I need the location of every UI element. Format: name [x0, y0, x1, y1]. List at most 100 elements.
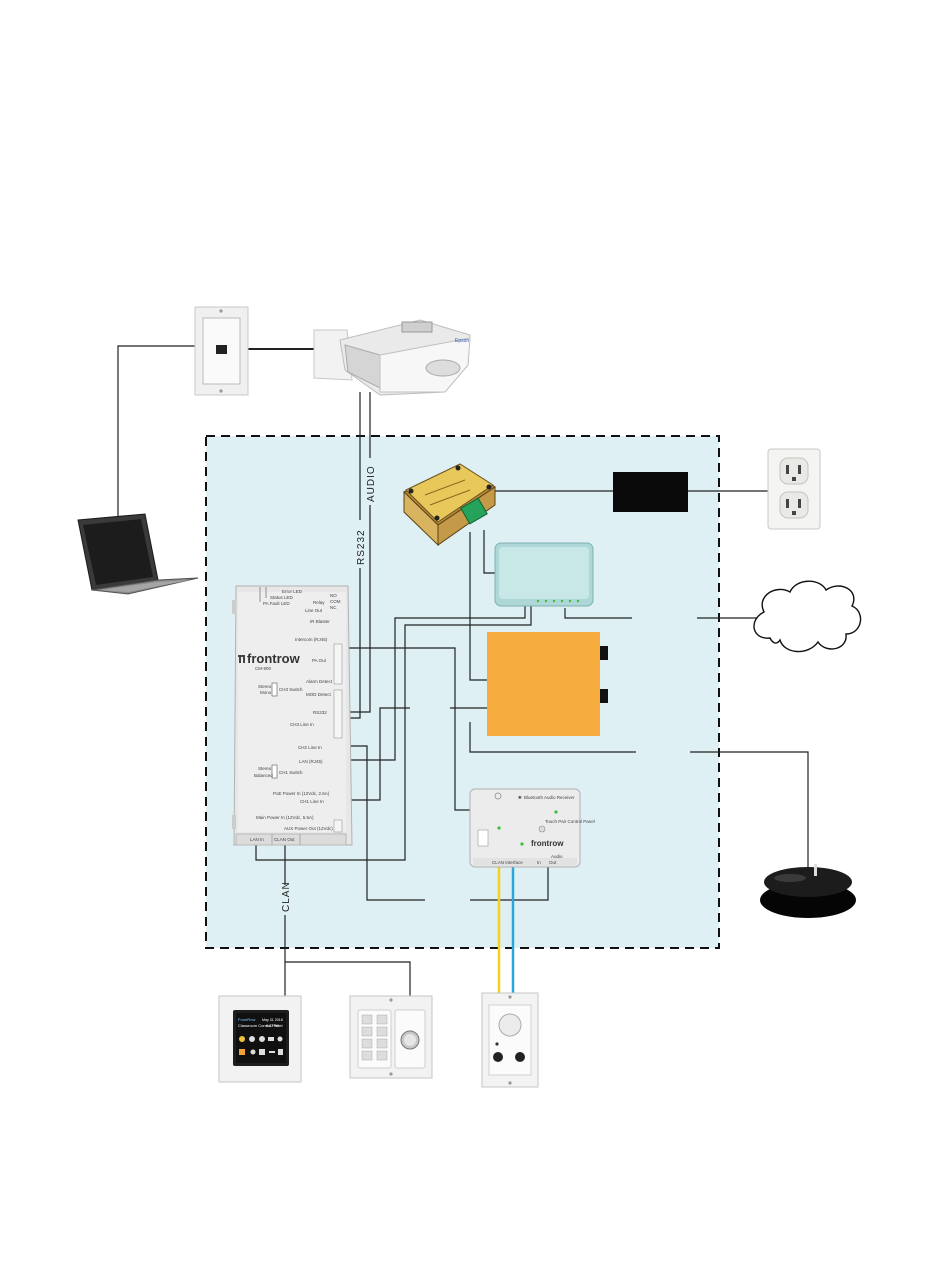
bt-pair-label: Touch Pair Control Panel: [545, 819, 595, 824]
bluetooth-pair-button-icon: [498, 1013, 522, 1037]
touch-control-panel: FrontRow Classroom Control Panel May 31 …: [218, 995, 302, 1083]
panel-home-icon: [239, 1049, 245, 1055]
panel-minus-icon: [269, 1051, 275, 1053]
relay-amp-cable: [469, 532, 490, 681]
panel-date: May 31 2018: [262, 1018, 283, 1022]
poe-power-label: PoE Power In (12Vdc, 2.6A): [273, 791, 330, 796]
pa-out-label: PA Out: [312, 658, 327, 663]
audio-jack-icon: [493, 1052, 503, 1062]
panel-building-icon: [259, 1049, 265, 1055]
internet-cloud-icon: [753, 580, 862, 653]
clan-cable-branch: [285, 961, 411, 998]
pa-out-cable: [342, 647, 470, 811]
lan-in-cable: [255, 606, 532, 861]
hdmi-wall-plate: [194, 306, 249, 396]
pa-fault-led-label: PA Fault LED: [263, 601, 290, 606]
keypad-button: [361, 1014, 373, 1025]
ch2-cable-a: [342, 745, 425, 901]
cm900-model: CM-900: [255, 666, 272, 671]
keypad-button: [361, 1038, 373, 1049]
relay-control-board: [403, 463, 496, 547]
relay-label: Relay: [313, 600, 325, 605]
amp-line-cable: [342, 707, 410, 801]
ch1-stereo-label: Stereo: [258, 766, 272, 771]
panel-brand: FrontRow: [238, 1017, 255, 1022]
audio-cable: [342, 505, 371, 713]
bt-out-label: Out: [549, 860, 557, 865]
ch1-line-in-label: CH1 Line In: [300, 799, 324, 804]
switch-internet-cable-a: [564, 608, 632, 619]
aux-power-label: AUX Power Out (12Vdc): [284, 826, 333, 831]
clan-interface-label: CLAN Interface: [492, 860, 523, 865]
bt-title: Bluetooth Audio Receiver: [524, 795, 575, 800]
cm900-media-controller: Error LED Status LED PA Fault LED Relay …: [232, 585, 353, 846]
clan-label: CLAN: [281, 881, 292, 912]
main-power-label: Main Power In (12Vdc, 5.5A): [256, 815, 314, 820]
panel-name: Classroom Control Panel: [238, 1023, 283, 1028]
bt-icon: ✱: [518, 795, 522, 800]
panel-display-icon: [268, 1037, 274, 1041]
status-led-label: Status LED: [270, 595, 294, 600]
ch2-line-in-label: CH2 Line In: [298, 745, 322, 750]
relay-com-label: COM: [330, 599, 341, 604]
audio-input-wall-plate: [481, 992, 539, 1088]
bt-audio-label: Audio: [551, 854, 563, 859]
lan-cable: [342, 606, 526, 761]
audio-label: AUDIO: [366, 465, 377, 502]
rs232-label: RS232: [356, 529, 367, 565]
amplifier: [487, 632, 608, 736]
power-supply: [613, 472, 688, 512]
hdmi-port-icon: [216, 345, 227, 354]
panel-speaker-icon: [278, 1049, 283, 1055]
relay-nc-label: NC: [330, 605, 337, 610]
keypad-button: [361, 1026, 373, 1037]
panel-power-icon: [239, 1036, 245, 1042]
line-out-label: Line Out: [305, 608, 323, 613]
panel-volume-icon: [277, 1036, 283, 1042]
mod-detect-label: MOD Detect: [306, 692, 332, 697]
laptop-hdmi-cable: [117, 345, 197, 518]
wiring: [117, 345, 809, 998]
intercom-label: Intercom (RJ45): [295, 637, 328, 642]
keypad-button: [361, 1050, 373, 1061]
ch3-line-in-label: CH3 Line In: [290, 722, 314, 727]
keypad-button: [376, 1050, 388, 1061]
ch3-switch-label: CH3 Switch: [279, 687, 303, 692]
svg-text:Epson: Epson: [455, 338, 469, 344]
panel-user-icon: [250, 1049, 256, 1055]
ch3-stereo-label: Stereo: [258, 684, 272, 689]
panel-bluetooth-icon: [259, 1036, 265, 1042]
network-switch: [494, 542, 594, 607]
keypad-button: [376, 1014, 388, 1025]
keypad-button: [376, 1038, 388, 1049]
ceiling-speaker: [760, 864, 856, 918]
bt-brand: frontrow: [531, 839, 564, 848]
keypad-button: [376, 1026, 388, 1037]
cm900-brand: frontrow: [247, 651, 301, 666]
alarm-detect-label: Alarm Detect: [306, 679, 333, 684]
projector: Epson: [313, 319, 471, 396]
amp-speaker-cable: [690, 751, 809, 872]
panel-time: 4:17 PM: [266, 1024, 279, 1028]
lan-in-label: LAN In: [250, 837, 264, 842]
keypad-volume-panel: [349, 995, 433, 1079]
panel-toggle-icon: [249, 1036, 255, 1042]
amp-speaker-cable-a: [469, 722, 636, 753]
lan-label: LAN (RJ45): [299, 759, 323, 764]
ch2-cable: [470, 866, 549, 901]
bt-in-label: In: [537, 860, 541, 865]
error-led-label: Error LED: [282, 589, 303, 594]
ch3-mono-label: Mono: [260, 690, 272, 695]
ir-blaster-label: IR Blaster: [310, 619, 330, 624]
frontrow-logo-icon: [238, 655, 245, 663]
power-outlet: [767, 448, 821, 530]
audio-jack-icon: [515, 1052, 525, 1062]
bluetooth-audio-receiver: ✱ Bluetooth Audio Receiver Touch Pair Co…: [469, 788, 595, 868]
ch1-switch-label: CH1 Switch: [279, 770, 303, 775]
laptop: [77, 513, 199, 595]
ch1-balanced-label: Balanced: [254, 773, 273, 778]
clan-out-label: CLAN Out: [274, 837, 295, 842]
rs232-port-label: RS232: [313, 710, 327, 715]
relay-no-label: NO: [330, 593, 337, 598]
